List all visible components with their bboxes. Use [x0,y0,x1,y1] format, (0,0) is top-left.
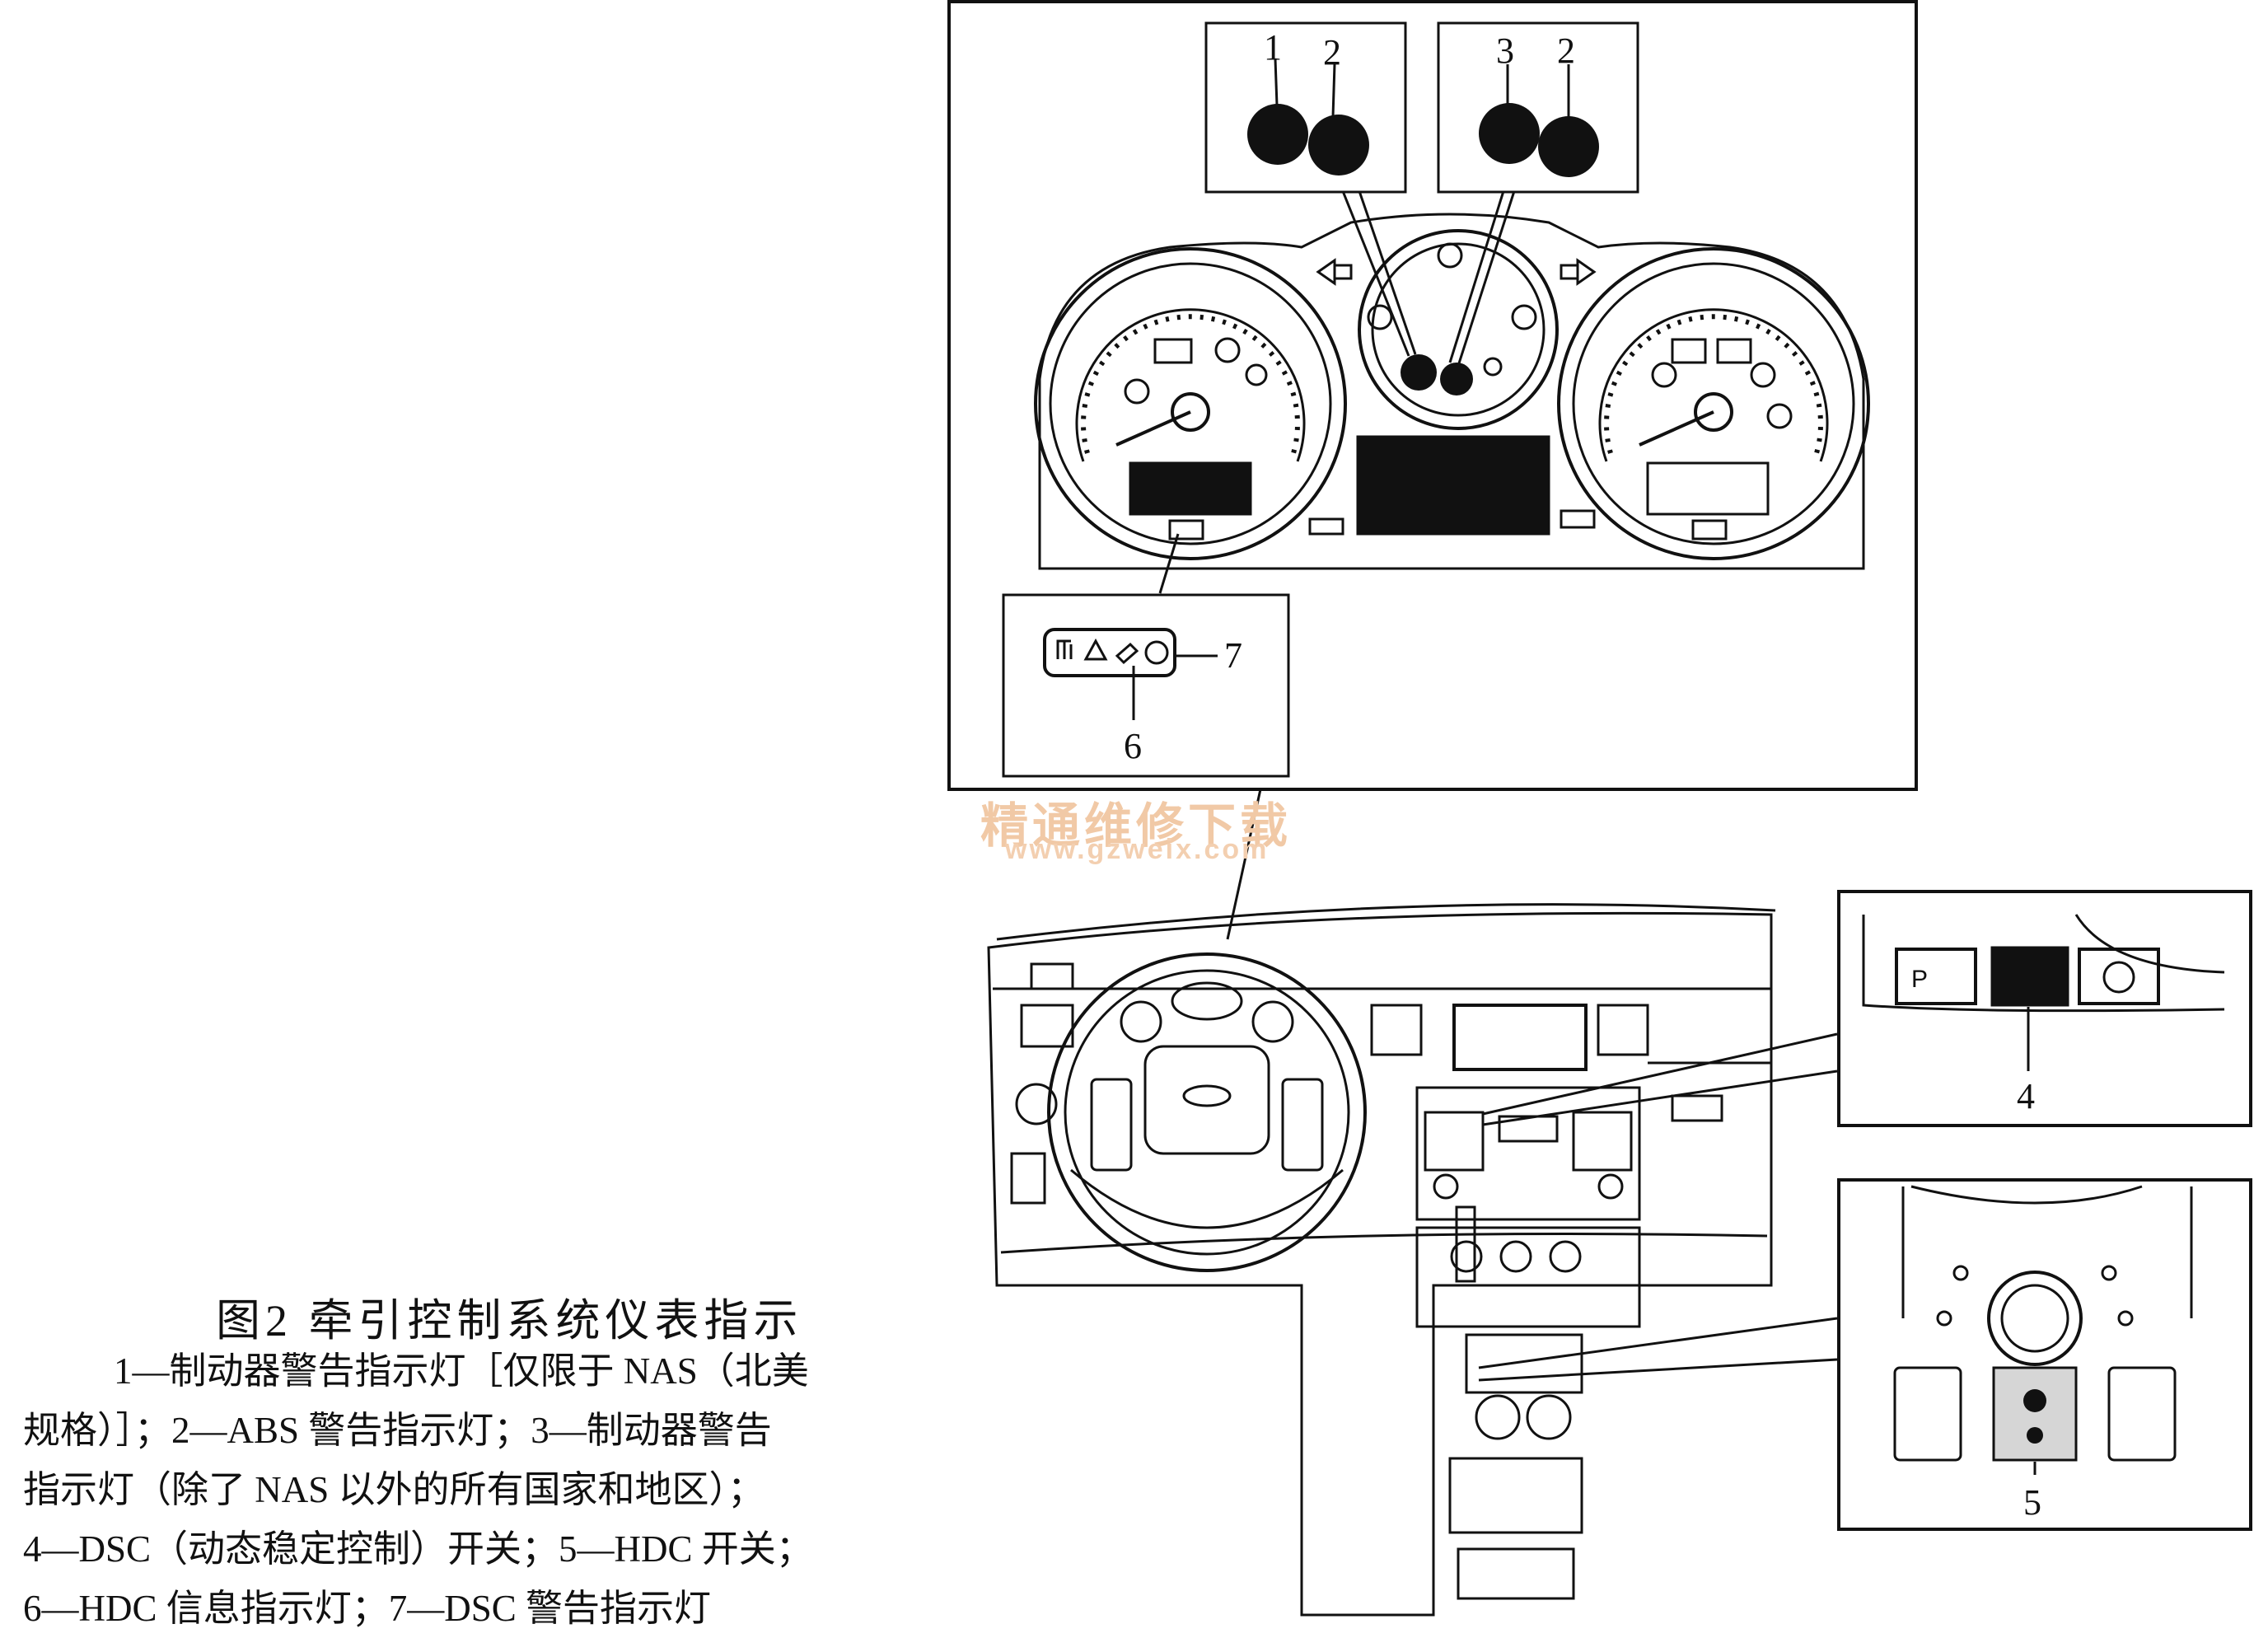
caption-line: 指示灯（除了 NAS 以外的所有国家和地区）； [23,1469,765,1510]
caption-line: 规格）］；2—ABS 警告指示灯；3—制动器警告 [23,1410,772,1451]
speedometer [1557,247,1870,560]
inset-hdc-dsc: 7 6 [1002,593,1290,778]
dashboard [987,903,1776,1617]
cluster-housing [1038,213,1865,570]
caption-line: 4—DSC（动态稳定控制）开关；5—HDC 开关； [23,1528,813,1570]
callout-6: 6 [1124,726,1142,766]
callout-3: 3 [1496,30,1514,71]
dsc-switch-button [1990,946,2069,1007]
inset-dsc-switch: P 4 [1837,890,2252,1127]
brake-warning-lamp [1247,104,1308,165]
tachometer [1034,247,1347,560]
figure-caption-body: 1—制动器警告指示灯［仅限于 NAS（北美 规格）］；2—ABS 警告指示灯；3… [23,1341,896,1638]
terrain-response-knob [1987,1271,2083,1366]
figure-caption-title: 图2 牵引控制系统仪表指示 [216,1296,803,1346]
callout-5: 5 [2023,1482,2041,1523]
cluster-frame [947,0,1918,791]
abs-warning-lamp [1308,115,1369,176]
center-gauge [1308,229,1597,536]
park-aid-button [1895,948,1977,1005]
inset-hdc-switch: 5 [1837,1178,2252,1531]
caption-line: 1—制动器警告指示灯［仅限于 NAS（北美 [114,1350,809,1392]
callout-4: 4 [2017,1076,2035,1116]
callout-2-left: 2 [1323,32,1341,73]
callout-1: 1 [1264,27,1282,68]
hdc-switch-button [1992,1366,2078,1462]
callout-2-right: 2 [1557,30,1575,71]
brake-warning-lamp-row [1479,103,1540,164]
abs-warning-lamp-row [1538,116,1599,177]
svg-text:P: P [1911,966,1928,993]
callout-7: 7 [1224,635,1242,676]
caption-line: 6—HDC 信息指示灯；7—DSC 警告指示灯 [23,1588,712,1629]
watermark-site-name: 精通维修下载 [980,799,1293,853]
tpms-button [2078,948,2160,1005]
steering-wheel [1047,952,1367,1272]
inset-brake-abs-row: 3 2 [1437,21,1639,194]
inset-brake-abs-nas: 1 2 [1204,21,1407,194]
watermark-url: www.gzweix.com [1005,834,1270,865]
